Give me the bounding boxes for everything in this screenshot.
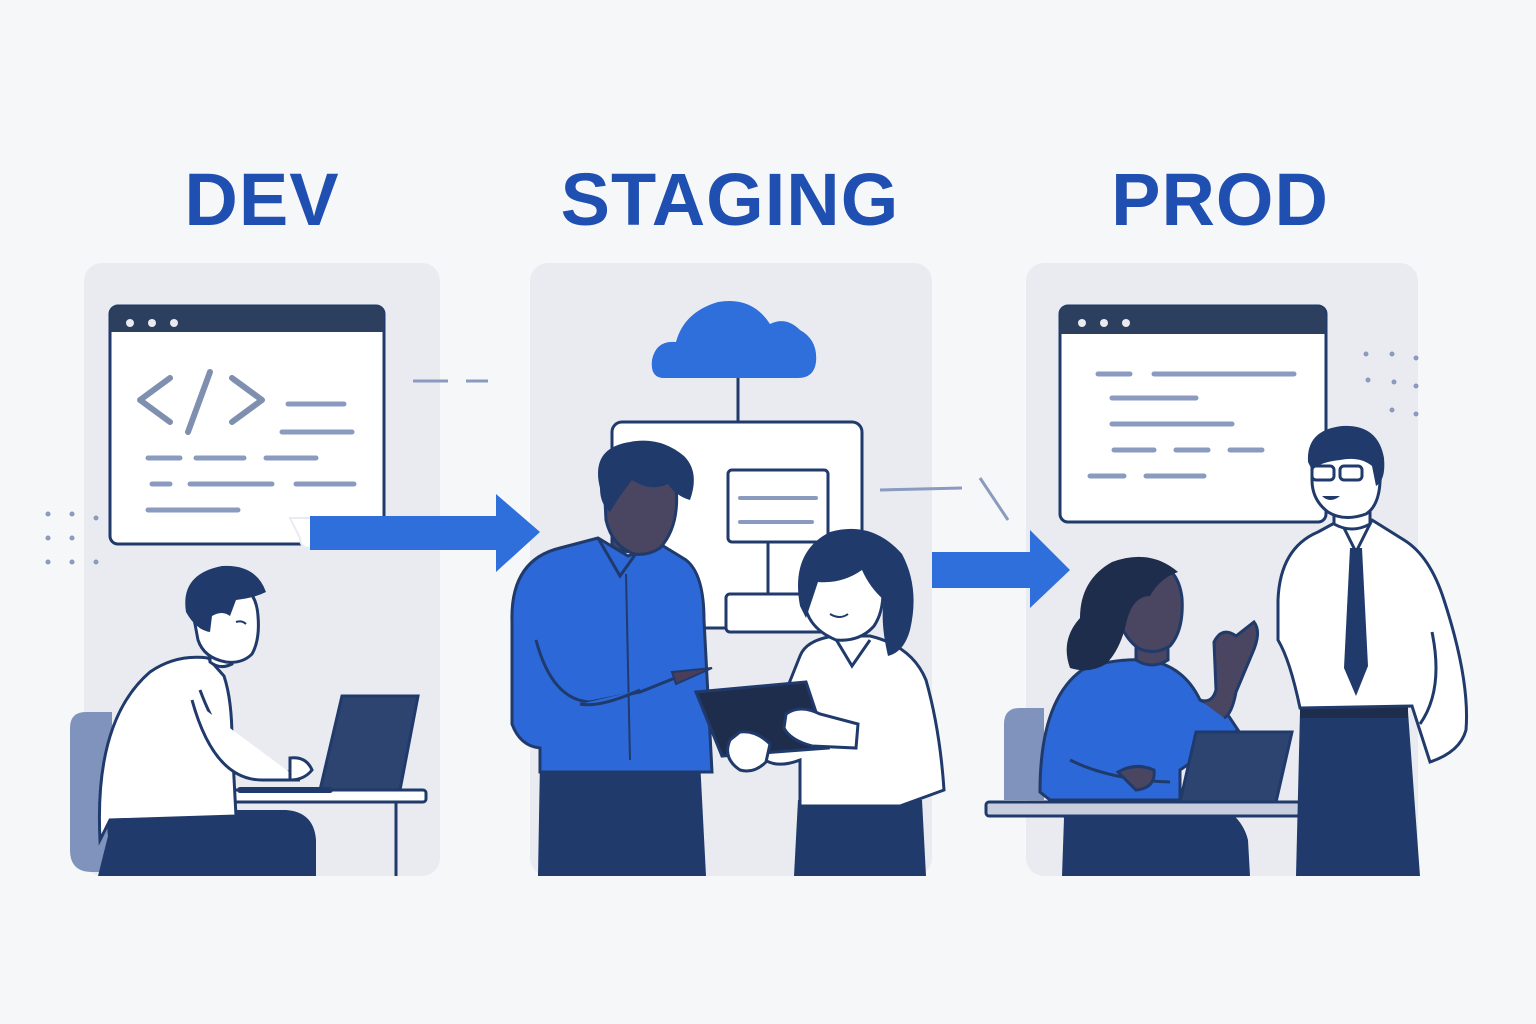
staging-man — [510, 440, 714, 876]
staging-scene — [510, 300, 946, 876]
dev-scene — [45, 304, 428, 876]
developer-person — [97, 565, 316, 876]
app-window — [1058, 304, 1328, 524]
staging-woman — [693, 528, 946, 876]
code-icon — [137, 369, 265, 435]
code-window — [108, 304, 386, 549]
dot-decoration — [1363, 351, 1419, 417]
stage-title-staging: STAGING — [560, 158, 900, 241]
prod-manager — [1276, 425, 1468, 876]
arrow-right-icon — [932, 530, 1070, 608]
prod-scene — [984, 304, 1468, 876]
stage-title-dev: DEV — [184, 158, 340, 241]
cloud-icon — [651, 300, 817, 378]
laptop-icon — [237, 694, 420, 793]
stage-title-prod: PROD — [1111, 158, 1329, 241]
laptop-icon — [1178, 730, 1294, 804]
arrow-right-icon — [310, 494, 540, 572]
dot-decoration — [45, 511, 99, 565]
prod-woman — [1038, 556, 1259, 876]
